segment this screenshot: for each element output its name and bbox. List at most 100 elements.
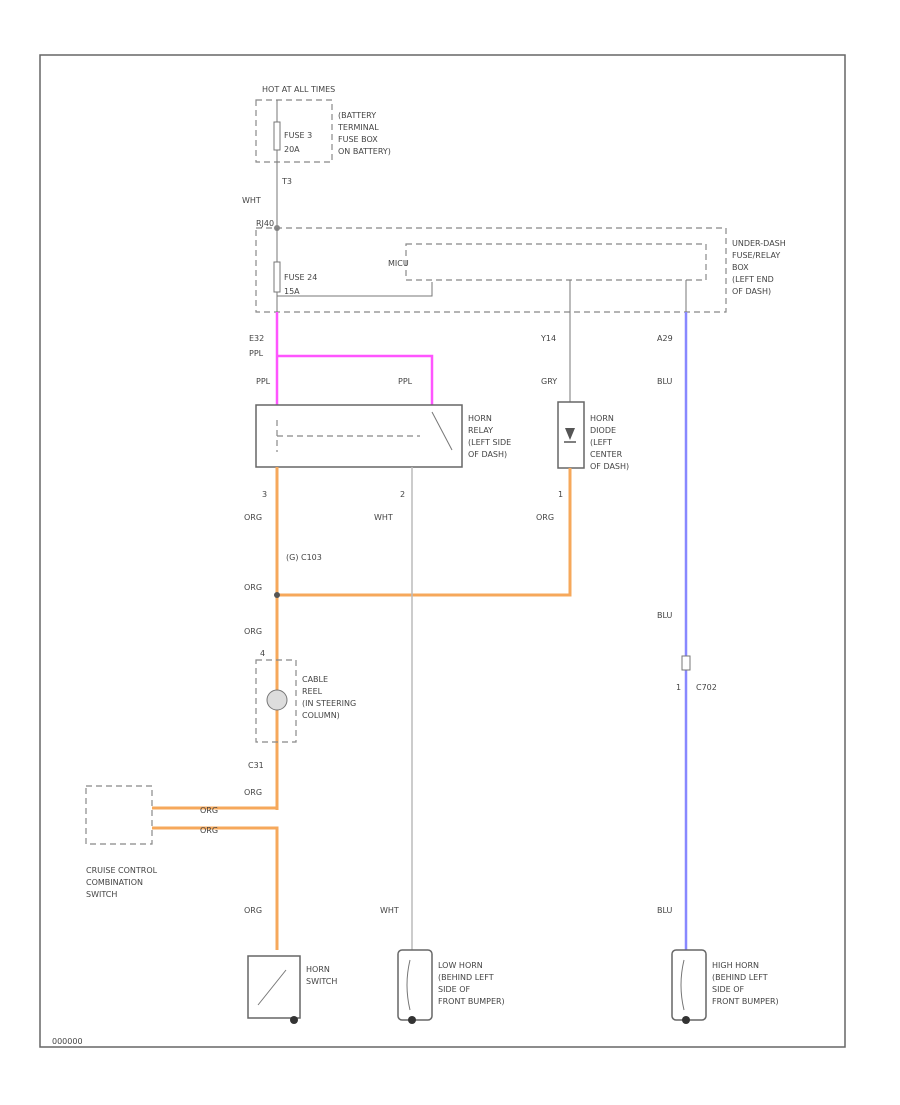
low-horn-box (397, 949, 433, 1021)
low-horn-line-2: (BEHIND LEFT (438, 973, 494, 982)
cruise-line-2: COMBINATION (86, 878, 143, 887)
relay-pin-3: 3 (262, 490, 267, 499)
high-horn-line-3: SIDE OF (712, 985, 744, 994)
diode-pin-1: 1 (558, 490, 563, 499)
under-dash-fuse-relay-box (255, 227, 727, 313)
relay-pin-2: 2 (400, 490, 405, 499)
fuse-24-amp-label: 15A (284, 287, 300, 296)
micu-box (405, 243, 707, 281)
gry-wire-label: GRY (541, 377, 557, 386)
blu-wire-label-2: BLU (657, 611, 673, 620)
horn-diode-line-2: DIODE (590, 426, 616, 435)
low-horn-line-4: FRONT BUMPER) (438, 997, 505, 1006)
connector-c702-pin: 1 (676, 683, 681, 692)
org-wire-label-6: ORG (200, 806, 218, 815)
underdash-line-3: BOX (732, 263, 749, 272)
high-horn-ground-icon (682, 1016, 690, 1024)
low-horn-line-3: SIDE OF (438, 985, 470, 994)
org-wire-label-7: ORG (200, 826, 218, 835)
battery-fusebox-line-1: (BATTERY (338, 111, 376, 120)
battery-fusebox-line-2: TERMINAL (337, 123, 379, 132)
battery-fusebox-line-4: ON BATTERY) (338, 147, 391, 156)
diagram-frame (39, 54, 846, 1048)
horn-diode-line-1: HORN (590, 414, 614, 423)
connector-c702-icon (681, 655, 691, 671)
high-horn-line-1: HIGH HORN (712, 961, 759, 970)
high-horn-line-2: (BEHIND LEFT (712, 973, 768, 982)
wht-wire-label-bottom: WHT (380, 906, 399, 915)
hot-at-all-times-label: HOT AT ALL TIMES (262, 85, 335, 94)
ppl-wire-label-3: PPL (398, 377, 413, 386)
org-wire-label-4: ORG (244, 627, 262, 636)
wht-wire-label-top: WHT (242, 196, 261, 205)
horn-switch-line-2: SWITCH (306, 977, 337, 986)
org-wire-label-2: ORG (536, 513, 554, 522)
ppl-wire-branch (277, 354, 434, 405)
cruise-control-switch-box (85, 785, 153, 845)
org-wire-label-8: ORG (244, 906, 262, 915)
blu-wire-label-1: BLU (657, 377, 673, 386)
cable-reel-pin: 4 (260, 649, 265, 658)
splice-dot (274, 592, 280, 598)
cable-reel-line-3: (IN STEERING (302, 699, 356, 708)
org-wire-label-5: ORG (244, 788, 262, 797)
horn-switch-box (247, 955, 301, 1019)
org-wire-cruise-2 (152, 826, 279, 950)
connector-e32-label: E32 (249, 334, 264, 343)
org-wire-label-1: ORG (244, 513, 262, 522)
micu-feed-wire (277, 282, 433, 297)
fuse-3-amp-label: 20A (284, 145, 300, 154)
high-horn-line-4: FRONT BUMPER) (712, 997, 779, 1006)
battery-fusebox-line-3: FUSE BOX (338, 135, 378, 144)
relay-contact-icon (431, 411, 453, 451)
underdash-line-5: OF DASH) (732, 287, 771, 296)
fuse-3-label: FUSE 3 (284, 131, 312, 140)
org-wire-diode (277, 468, 572, 597)
horn-relay-line-2: RELAY (468, 426, 493, 435)
cruise-line-3: SWITCH (86, 890, 117, 899)
horn-relay-box (255, 404, 463, 468)
fuse-24-icon (273, 261, 281, 293)
horn-relay-line-1: HORN (468, 414, 492, 423)
horn-switch-contact-icon (257, 969, 287, 1006)
connector-t3-label: T3 (281, 177, 292, 186)
underdash-line-1: UNDER-DASH (732, 239, 786, 248)
low-horn-ground-icon (408, 1016, 416, 1024)
wht-wire-label-mid: WHT (374, 513, 393, 522)
cable-reel-line-4: COLUMN) (302, 711, 340, 720)
blu-wire-label-3: BLU (657, 906, 673, 915)
connector-c31-label: C31 (248, 761, 264, 770)
connector-c702-label: C702 (696, 683, 717, 692)
battery-fuse-box (255, 99, 333, 163)
horn-diode-line-4: CENTER (590, 450, 623, 459)
connector-a29-label: A29 (657, 334, 673, 343)
splice-label: (G) C103 (286, 553, 322, 562)
cruise-line-1: CRUISE CONTROL (86, 866, 158, 875)
fuse-24-label: FUSE 24 (284, 273, 317, 282)
horn-diode-line-5: OF DASH) (590, 462, 629, 471)
ppl-wire-label-2: PPL (256, 377, 271, 386)
horn-diode-line-3: (LEFT (590, 438, 612, 447)
underdash-line-4: (LEFT END (732, 275, 774, 284)
low-horn-icon (406, 959, 411, 1011)
cable-reel-icon (266, 689, 288, 711)
page-id-label: 000000 (52, 1037, 83, 1046)
horn-relay-line-4: OF DASH) (468, 450, 507, 459)
micu-label: MICU (388, 259, 409, 268)
org-wire-label-3: ORG (244, 583, 262, 592)
high-horn-icon (680, 959, 685, 1011)
fuse-3-icon (273, 121, 281, 151)
low-horn-line-1: LOW HORN (438, 961, 483, 970)
cable-reel-line-2: REEL (302, 687, 323, 696)
cable-reel-line-1: CABLE (302, 675, 328, 684)
connector-y14-label: Y14 (540, 334, 556, 343)
ppl-wire-label-1: PPL (249, 349, 264, 358)
horn-switch-line-1: HORN (306, 965, 330, 974)
horn-relay-line-3: (LEFT SIDE (468, 438, 511, 447)
high-horn-box (671, 949, 707, 1021)
underdash-line-2: FUSE/RELAY (732, 251, 780, 260)
connector-rj40-label: RJ40 (256, 219, 274, 228)
cable-reel-box (255, 659, 297, 743)
